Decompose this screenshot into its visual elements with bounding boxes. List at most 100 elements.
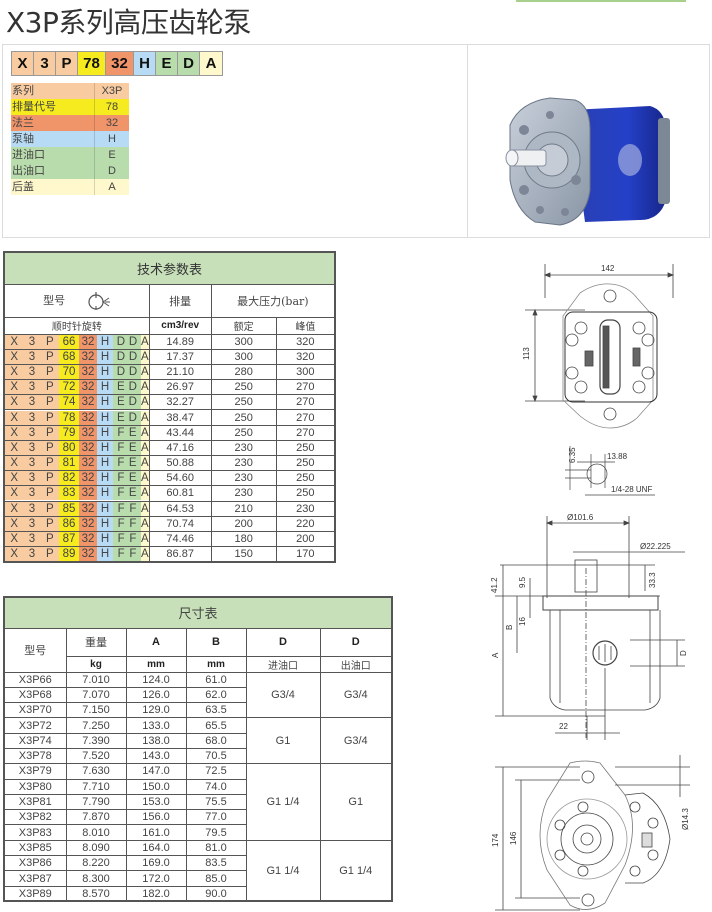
- series-x: X: [10, 472, 19, 485]
- page-title: X3P系列高压齿轮泵: [6, 6, 251, 39]
- dim-b-value: 65.5: [185, 717, 247, 734]
- series-x: X: [10, 335, 19, 348]
- dim-146: 146: [509, 831, 518, 845]
- dim-a-value: 133.0: [125, 717, 187, 734]
- shaft-code: H: [97, 395, 113, 410]
- dim-hole-dia: Ø14.3: [681, 808, 690, 830]
- cover-code: A: [141, 425, 149, 440]
- col-peak: 峰值: [275, 316, 336, 335]
- peak-pressure: 250: [275, 470, 336, 487]
- disp-code: 70: [59, 364, 79, 379]
- model: X3P72: [3, 717, 67, 734]
- col-d-outlet: D: [319, 627, 393, 657]
- series-p: P: [45, 517, 54, 530]
- legend-value: A: [108, 181, 116, 193]
- cover-code: A: [141, 380, 149, 395]
- outlet-code: D: [128, 350, 138, 363]
- series-3: 3: [28, 517, 36, 530]
- series-3: 3: [28, 335, 36, 348]
- legend-label: 法兰: [11, 115, 95, 131]
- dim-b-value: 62.0: [185, 686, 247, 704]
- weight: 7.070: [65, 686, 127, 704]
- series-x: X: [10, 350, 19, 363]
- weight: 8.220: [65, 855, 127, 872]
- displacement: 32.27: [148, 394, 212, 411]
- cover-code: A: [141, 395, 149, 410]
- flange-code: 32: [79, 547, 97, 562]
- model: X3P81: [3, 793, 67, 811]
- flange-code: 32: [79, 516, 97, 531]
- model: X3P83: [3, 824, 67, 841]
- dim-b: B: [505, 625, 514, 630]
- model: X3P70: [3, 702, 67, 719]
- displacement: 38.47: [148, 409, 212, 426]
- dim-22: 22: [559, 722, 568, 731]
- peak-pressure: 270: [275, 379, 336, 396]
- inlet-code: D: [116, 335, 126, 348]
- dim-a-value: 126.0: [125, 686, 187, 704]
- weight: 8.010: [65, 824, 127, 841]
- legend-value: H: [108, 133, 116, 145]
- legend-label: 排量代号: [11, 99, 95, 115]
- dim-41-2: 41.2: [490, 577, 499, 593]
- col-a: A: [125, 627, 187, 657]
- weight: 7.520: [65, 747, 127, 765]
- cover-code: A: [141, 486, 149, 501]
- outlet-code: E: [128, 457, 137, 470]
- series-x: X: [10, 457, 19, 470]
- model: X3P89: [3, 885, 67, 902]
- dim-a-value: 150.0: [125, 778, 187, 795]
- series-3: 3: [28, 426, 36, 439]
- displacement: 74.46: [148, 530, 212, 548]
- rear-view-drawing: 142 113 6.35 13.88 1/4-28 UNF: [522, 264, 675, 496]
- dim-a-value: 153.0: [125, 793, 187, 811]
- legend-row: 泵轴 H: [11, 131, 129, 147]
- disp-code: 72: [59, 380, 79, 395]
- dim-b-value: 77.0: [185, 809, 247, 826]
- weight: 7.150: [65, 702, 127, 719]
- series-p: P: [45, 472, 54, 485]
- weight: 7.870: [65, 809, 127, 826]
- rated-pressure: 230: [210, 439, 277, 457]
- dim-b-value: 79.5: [185, 824, 247, 841]
- legend-value: D: [108, 165, 116, 177]
- cover-code: A: [141, 440, 149, 455]
- legend-label: 泵轴: [11, 131, 95, 147]
- outlet-code: E: [128, 426, 137, 439]
- series-3: 3: [28, 411, 36, 424]
- dim-height: 113: [522, 347, 531, 360]
- outlet-code: D: [128, 396, 137, 409]
- code-cell: X: [12, 52, 34, 75]
- cover-code: A: [141, 547, 149, 562]
- dim-b-value: 81.0: [185, 839, 247, 857]
- inlet-port: G1: [245, 717, 321, 765]
- flange-code: 32: [79, 425, 97, 440]
- cover-code: A: [141, 410, 149, 425]
- intro-panel: [2, 44, 710, 238]
- unit-displacement: cm3/rev: [148, 316, 212, 335]
- peak-pressure: 270: [275, 424, 336, 441]
- displacement: 64.53: [148, 500, 212, 517]
- rated-pressure: 280: [210, 363, 277, 381]
- front-view-drawing: 174 146 Ø14.3: [491, 755, 690, 911]
- shaft-code: H: [97, 440, 113, 455]
- code-cell: E: [156, 52, 178, 75]
- outlet-code: F: [129, 548, 137, 561]
- rated-pressure: 300: [210, 333, 277, 350]
- peak-pressure: 250: [275, 439, 336, 457]
- dim-b-value: 74.0: [185, 778, 247, 795]
- inlet-code: F: [117, 502, 125, 515]
